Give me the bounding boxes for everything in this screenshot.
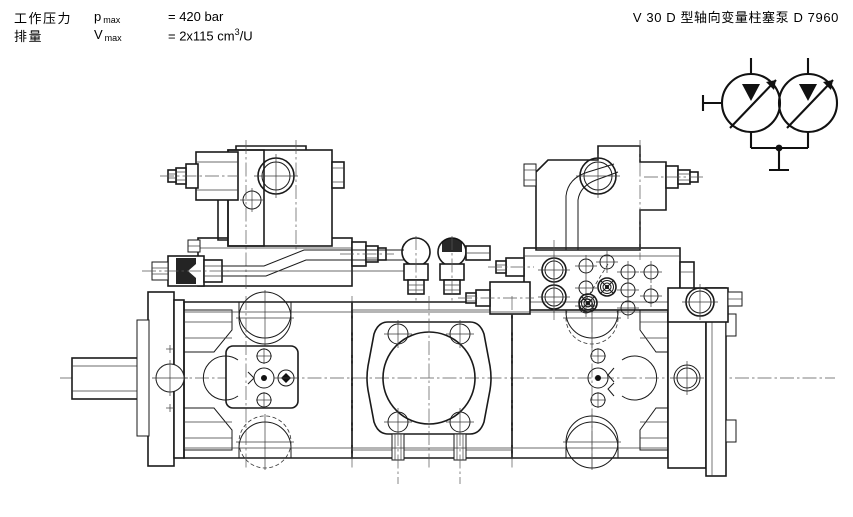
- control-plate-right: [587, 348, 658, 408]
- end-cap-flange-right: [667, 287, 737, 477]
- plugged-port-upper: [597, 277, 617, 297]
- body-detail-lines: [184, 296, 668, 470]
- manifold-side-port-upper: [488, 257, 534, 277]
- spec-value-pressure-text: = 420 bar: [168, 9, 224, 24]
- spec-symbol-p: p: [94, 9, 102, 24]
- pump-housing-second-stage: [511, 290, 669, 470]
- elbow-fitting-a: [401, 236, 431, 302]
- spec-value-displacement: = 2x115 cm3/U: [168, 27, 253, 43]
- variable-arrow-right: [786, 79, 834, 129]
- flange-bolt-shanks: [391, 432, 467, 484]
- tube-end-fitting-left: [142, 255, 232, 287]
- variable-arrowhead-left: [766, 80, 776, 90]
- elbow-fitting-b: [437, 236, 491, 302]
- sae-flange-port-center: [351, 296, 513, 484]
- pump-housing-first-stage: [152, 290, 353, 470]
- manifold-side-port-lower: [458, 289, 534, 307]
- connecting-tube: [206, 249, 404, 277]
- flow-triangle-left: [742, 84, 760, 101]
- spec-value-pressure: = 420 bar: [168, 9, 223, 24]
- variable-arrow-left: [729, 79, 777, 129]
- variable-arrowhead-right: [823, 80, 833, 90]
- spec-value-displacement-suffix: /U: [239, 28, 253, 44]
- adjustment-screw-manifold: [644, 165, 706, 189]
- spec-symbol-v: V: [94, 27, 103, 42]
- spec-value-displacement-exponent: 3: [234, 27, 240, 37]
- plugged-port-lower: [578, 293, 598, 313]
- spec-subscript-max-v: max: [104, 33, 122, 43]
- hydraulic-circuit-symbol: [701, 58, 839, 172]
- control-manifold-right: [458, 140, 743, 323]
- control-valve-left: [160, 140, 394, 290]
- document-title: V 30 D 型轴向变量柱塞泵 D 7960: [632, 10, 839, 25]
- spec-label-displacement: 排量: [14, 29, 44, 44]
- flow-triangle-right: [799, 84, 817, 101]
- spec-label-working-pressure: 工作压力: [14, 11, 73, 26]
- spec-value-displacement-prefix: = 2x115 cm: [168, 28, 235, 44]
- spec-subscript-max-p: max: [103, 15, 121, 25]
- adjustment-screw-left: [160, 163, 238, 189]
